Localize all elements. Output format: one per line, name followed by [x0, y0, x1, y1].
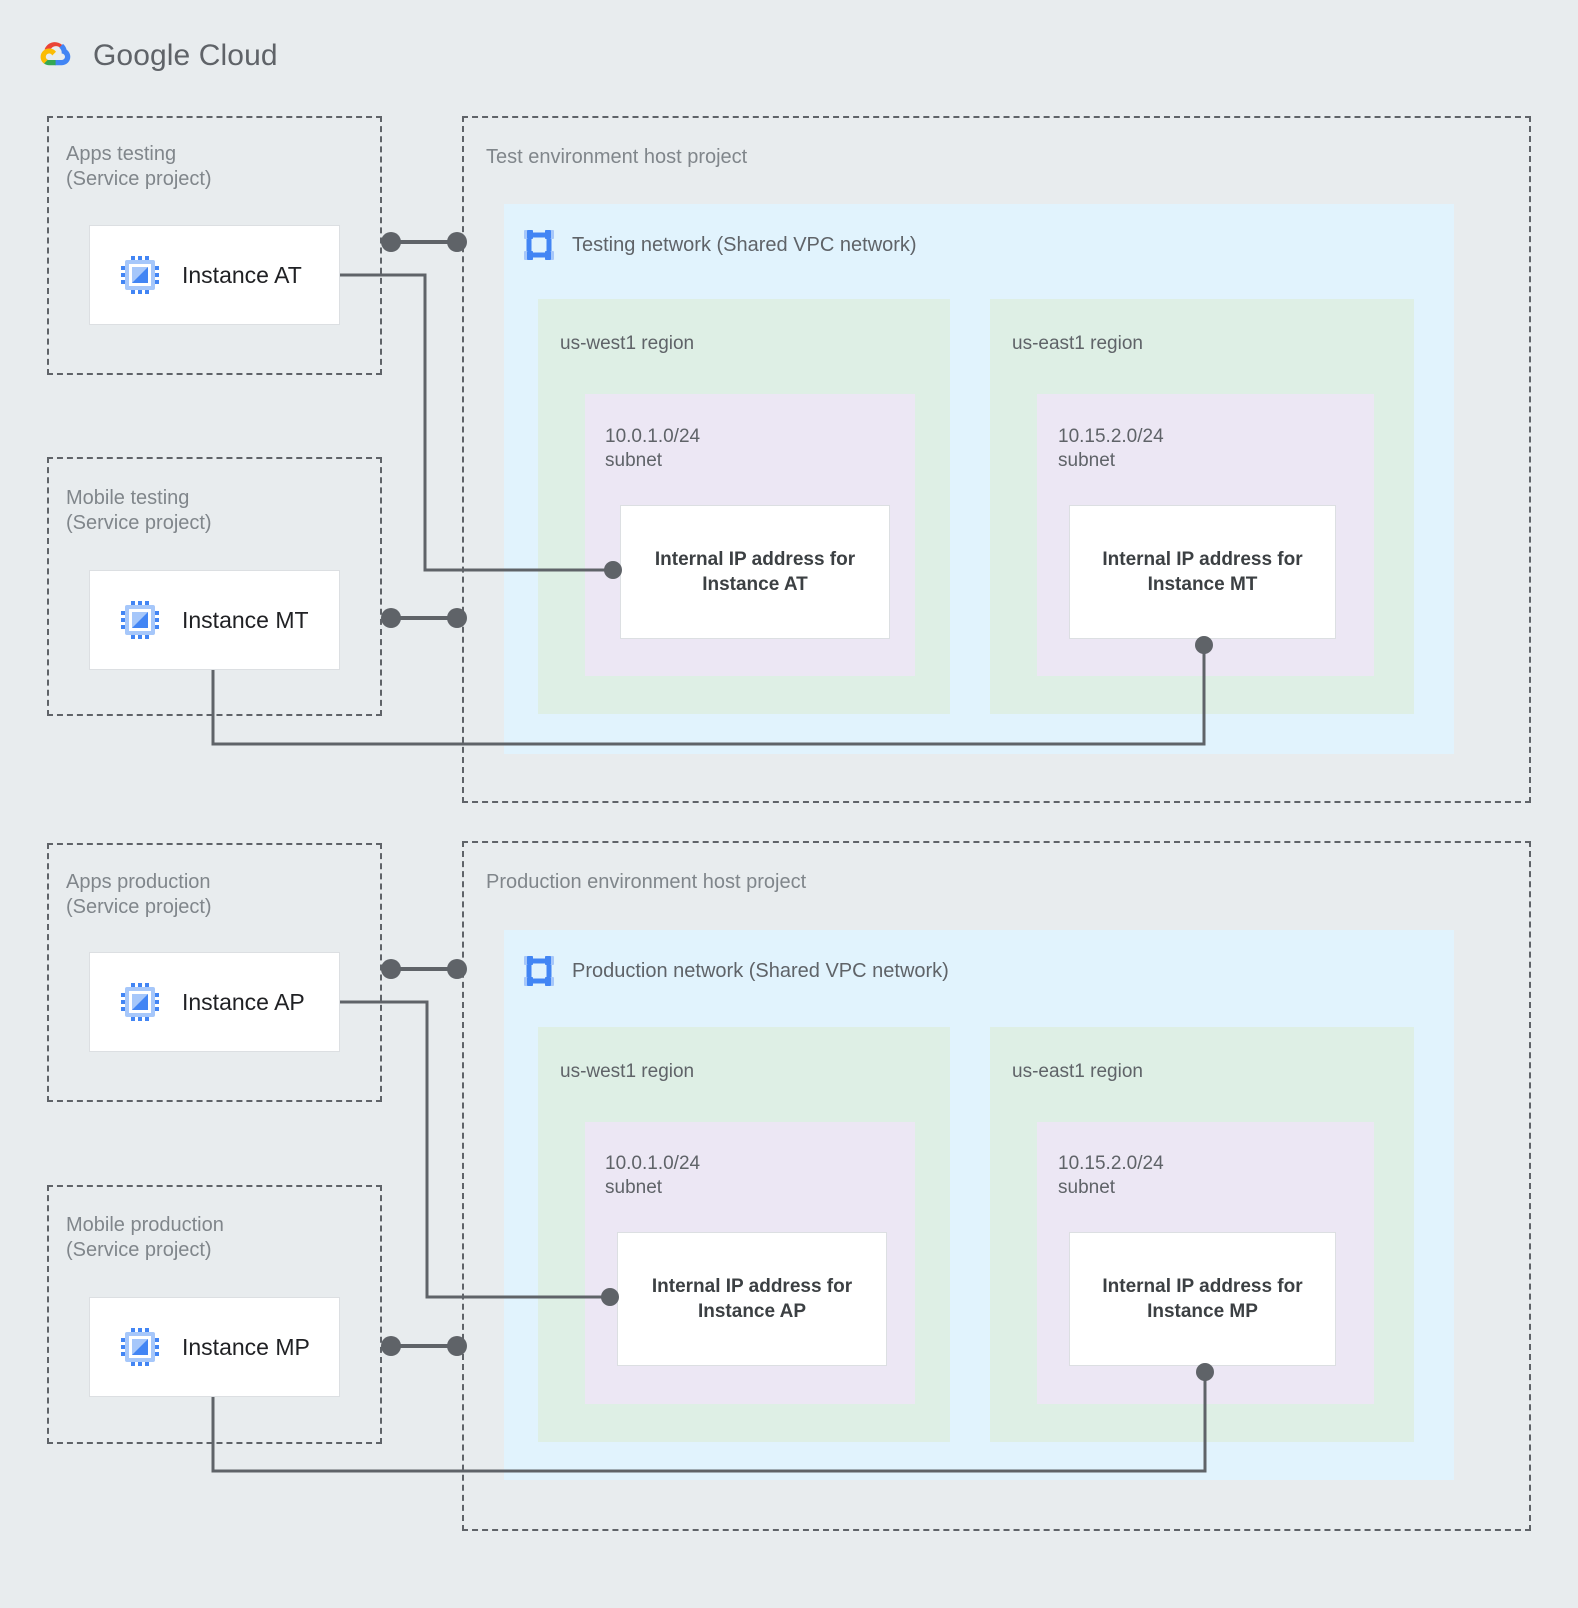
service-project-mobile-testing-label: Mobile testing (Service project)	[66, 487, 212, 534]
internal-ip-card-instance-ap-text: Internal IP address for Instance AP	[651, 1276, 853, 1322]
vm-instance-icon	[120, 255, 160, 295]
vm-instance-mt-label: Instance MT	[182, 606, 309, 633]
vm-instance-mp-card[interactable]: Instance MP	[89, 1297, 340, 1397]
vm-instance-icon	[120, 982, 160, 1022]
peering-link-apps-production	[381, 959, 467, 979]
internal-ip-card-instance-at: Internal IP address for Instance AT	[620, 505, 890, 639]
region-test-us-east1-label: us-east1 region	[1012, 333, 1143, 354]
vpc-network-icon	[522, 954, 556, 988]
subnet-prod-us-west1-label: 10.0.1.0/24 subnet	[605, 1153, 701, 1198]
region-prod-us-east1-label: us-east1 region	[1012, 1061, 1143, 1082]
testing-network-title: Testing network (Shared VPC network)	[572, 233, 917, 256]
subnet-test-us-east1-label: 10.15.2.0/24 subnet	[1058, 426, 1164, 471]
service-project-mobile-production-label: Mobile production (Service project)	[66, 1214, 224, 1261]
internal-ip-card-instance-mt: Internal IP address for Instance MT	[1069, 505, 1336, 639]
internal-ip-card-instance-at-text: Internal IP address for Instance AT	[654, 549, 856, 595]
service-project-apps-production-label: Apps production (Service project)	[66, 871, 212, 918]
internal-ip-card-instance-ap: Internal IP address for Instance AP	[617, 1232, 887, 1366]
host-project-test-label: Test environment host project	[486, 146, 748, 168]
vm-instance-ap-label: Instance AP	[182, 988, 305, 1015]
vm-instance-ap-card[interactable]: Instance AP	[89, 952, 340, 1052]
peering-link-apps-testing	[381, 232, 467, 252]
service-project-apps-testing-label: Apps testing (Service project)	[66, 143, 212, 190]
peering-link-mobile-testing	[381, 608, 467, 628]
host-project-production-label: Production environment host project	[486, 871, 807, 893]
google-cloud-logo: Google Cloud	[33, 36, 278, 76]
internal-ip-card-instance-mp: Internal IP address for Instance MP	[1069, 1232, 1336, 1366]
vm-instance-at-label: Instance AT	[182, 261, 302, 288]
production-network-header: Production network (Shared VPC network)	[522, 954, 949, 988]
testing-network-header: Testing network (Shared VPC network)	[522, 228, 917, 262]
vm-instance-icon	[120, 1327, 160, 1367]
subnet-prod-us-east1-label: 10.15.2.0/24 subnet	[1058, 1153, 1164, 1198]
subnet-test-us-west1-label: 10.0.1.0/24 subnet	[605, 426, 701, 471]
peering-link-mobile-production	[381, 1336, 467, 1356]
vm-instance-mt-card[interactable]: Instance MT	[89, 570, 340, 670]
region-prod-us-west1-label: us-west1 region	[560, 1061, 695, 1082]
internal-ip-card-instance-mt-text: Internal IP address for Instance MT	[1102, 549, 1303, 595]
vm-instance-icon	[120, 600, 160, 640]
internal-ip-card-instance-mp-text: Internal IP address for Instance MP	[1102, 1276, 1303, 1322]
google-cloud-logo-icon	[33, 36, 79, 76]
region-test-us-west1-label: us-west1 region	[560, 333, 695, 354]
vpc-network-icon	[522, 228, 556, 262]
vm-instance-at-card[interactable]: Instance AT	[89, 225, 340, 325]
google-cloud-wordmark: Google Cloud	[93, 39, 278, 72]
production-network-title: Production network (Shared VPC network)	[572, 959, 949, 982]
vm-instance-mp-label: Instance MP	[182, 1333, 310, 1360]
